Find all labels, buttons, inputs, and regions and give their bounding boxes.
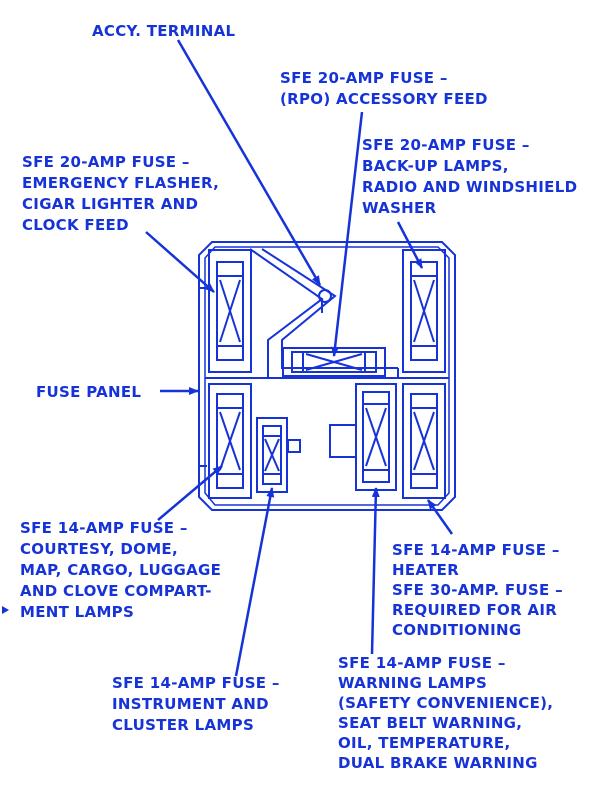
- label-line: WASHER: [362, 199, 437, 217]
- label-line: (RPO) ACCESSORY FEED: [280, 90, 488, 108]
- label-line: COURTESY, DOME,: [20, 540, 178, 558]
- label-fuse-panel: FUSE PANEL: [36, 383, 141, 401]
- fuse-bottom-center-large: [355, 383, 397, 491]
- label-line: ACCY. TERMINAL: [92, 22, 236, 40]
- label-line: (SAFETY CONVENIENCE),: [338, 694, 553, 712]
- leader-courtesy-fuse: [157, 465, 223, 521]
- label-line: INSTRUMENT AND: [112, 695, 269, 713]
- label-line: SFE 14-AMP FUSE –: [112, 674, 280, 692]
- label-line: SFE 14-AMP FUSE –: [392, 541, 560, 559]
- fuse-bottom-left: [208, 383, 252, 499]
- fuse-top-left: [208, 249, 252, 373]
- leader-backup-fuse: [396, 221, 424, 269]
- label-line: CLUSTER LAMPS: [112, 716, 254, 734]
- label-line: SEAT BELT WARNING,: [338, 714, 522, 732]
- label-line: RADIO AND WINDSHIELD: [362, 178, 577, 196]
- label-line: SFE 14-AMP FUSE –: [20, 519, 188, 537]
- label-line: FUSE PANEL: [36, 383, 141, 401]
- label-line: SFE 20-AMP FUSE –: [362, 136, 530, 154]
- label-line: SFE 30-AMP. FUSE –: [392, 581, 563, 599]
- leader-lines: [145, 39, 454, 677]
- label-line: SFE 20-AMP FUSE –: [280, 69, 448, 87]
- label-warning-fuse: SFE 14-AMP FUSE – WARNING LAMPS (SAFETY CO…: [338, 654, 553, 772]
- label-line: MENT LAMPS: [20, 603, 134, 621]
- leader-accy-terminal: [176, 39, 322, 286]
- label-line: WARNING LAMPS: [338, 674, 487, 692]
- fuse-top-right: [402, 249, 446, 373]
- leader-rpo-fuse: [331, 111, 364, 357]
- label-instrument-fuse: SFE 14-AMP FUSE – INSTRUMENT AND CLUSTER L…: [112, 674, 280, 734]
- label-line: EMERGENCY FLASHER,: [22, 174, 219, 192]
- fuse-bottom-center-small: [256, 417, 288, 493]
- label-line: BACK-UP LAMPS,: [362, 157, 509, 175]
- label-rpo-fuse: SFE 20-AMP FUSE – (RPO) ACCESSORY FEED: [280, 69, 488, 108]
- label-line: AND CLOVE COMPART-: [20, 582, 212, 600]
- label-line: SFE 14-AMP FUSE –: [338, 654, 506, 672]
- label-line: HEATER: [392, 561, 459, 579]
- label-backup-fuse: SFE 20-AMP FUSE – BACK-UP LAMPS, RADIO AND…: [362, 136, 577, 217]
- label-line: REQUIRED FOR AIR: [392, 601, 557, 619]
- label-accy-terminal: ACCY. TERMINAL: [92, 22, 236, 40]
- leader-heater-fuse: [426, 499, 454, 535]
- leader-instrument-fuse: [234, 487, 275, 677]
- edge-mark: [2, 606, 9, 614]
- label-heater-fuse: SFE 14-AMP FUSE – HEATER SFE 30-AMP. FUSE …: [392, 541, 563, 639]
- label-courtesy-fuse: SFE 14-AMP FUSE – COURTESY, DOME, MAP, CAR…: [20, 519, 221, 621]
- leader-warning-fuse: [370, 487, 380, 655]
- label-line: MAP, CARGO, LUGGAGE: [20, 561, 221, 579]
- label-line: SFE 20-AMP FUSE –: [22, 153, 190, 171]
- label-line: DUAL BRAKE WARNING: [338, 754, 538, 772]
- leader-flasher-fuse: [145, 231, 215, 293]
- label-line: OIL, TEMPERATURE,: [338, 734, 510, 752]
- label-line: CIGAR LIGHTER AND: [22, 195, 198, 213]
- label-flasher-fuse: SFE 20-AMP FUSE – EMERGENCY FLASHER, CIGAR…: [22, 153, 219, 234]
- fuse-bottom-right: [402, 383, 446, 499]
- label-line: CONDITIONING: [392, 621, 522, 639]
- label-line: CLOCK FEED: [22, 216, 129, 234]
